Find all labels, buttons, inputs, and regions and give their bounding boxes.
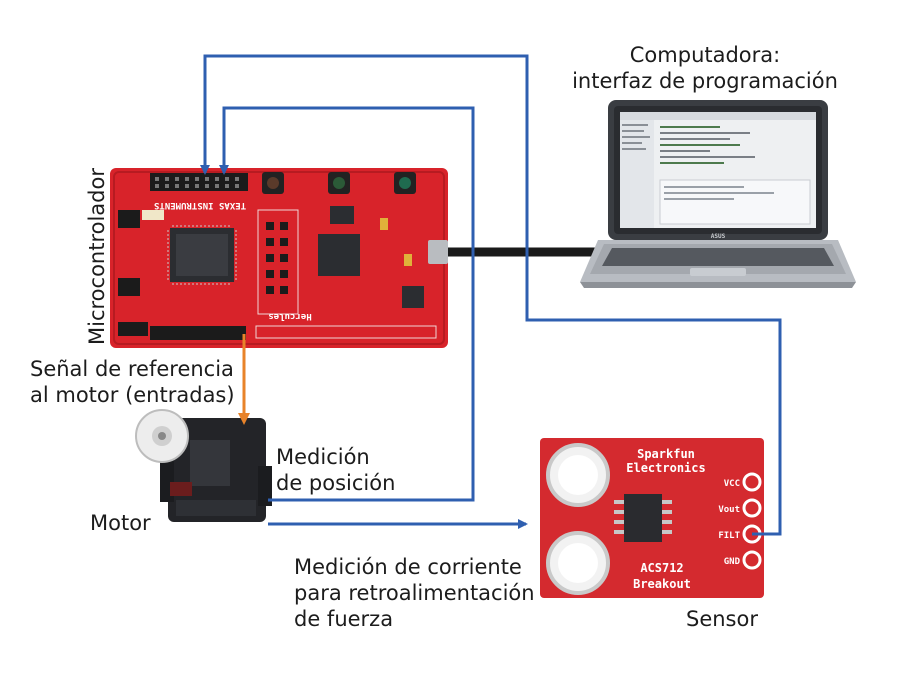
sensor-pin-vout: Vout	[718, 505, 740, 515]
sensor-label: Sensor	[686, 607, 758, 631]
current-label-line-3: de fuerza	[294, 607, 394, 631]
reference-signal-label: Señal de referencia al motor (entradas)	[30, 356, 235, 408]
board-model: Hercules	[268, 311, 311, 321]
computer-label-line-2: interfaz de programación	[572, 69, 838, 93]
current-measurement-label: Medición de corriente para retroalimenta…	[294, 554, 535, 632]
microcontroller-label: Microcontrolador	[85, 168, 109, 345]
microcontroller-board: TEXAS INSTRUMENTS Hercules	[110, 168, 448, 348]
sensor-brand-line-1: Sparkfun	[637, 447, 695, 461]
reference-label-line-2: al motor (entradas)	[30, 383, 235, 407]
sensor-board: Sparkfun Electronics ACS712 Breakout VCC…	[540, 438, 764, 598]
servo-motor	[135, 409, 272, 522]
computer-label-line-1: Computadora:	[629, 43, 781, 67]
sensor-board-name: Breakout	[633, 577, 691, 591]
sensor-chip-name: ACS712	[640, 561, 683, 575]
sensor-to-mcu-arrow	[200, 54, 782, 536]
sensor-pin-gnd: GND	[724, 557, 741, 567]
computer-label: Computadora: interfaz de programación	[560, 42, 850, 94]
current-label-line-1: Medición de corriente	[294, 555, 522, 579]
position-to-mcu-arrow	[219, 106, 475, 502]
reference-label-line-1: Señal de referencia	[30, 357, 234, 381]
laptop: ASUS	[580, 100, 856, 288]
position-label-line-2: de posición	[276, 471, 396, 495]
position-label-line-1: Medición	[276, 445, 370, 469]
sensor-pin-vcc: VCC	[724, 479, 740, 489]
laptop-brand: ASUS	[711, 233, 726, 240]
current-label-line-2: para retroalimentación	[294, 581, 535, 605]
motor-label: Motor	[90, 511, 151, 535]
board-brand: TEXAS INSTRUMENTS	[154, 200, 246, 210]
position-measurement-label: Medición de posición	[276, 444, 395, 496]
sensor-brand-line-2: Electronics	[626, 461, 705, 475]
sensor-pin-filt: FILT	[718, 531, 740, 541]
